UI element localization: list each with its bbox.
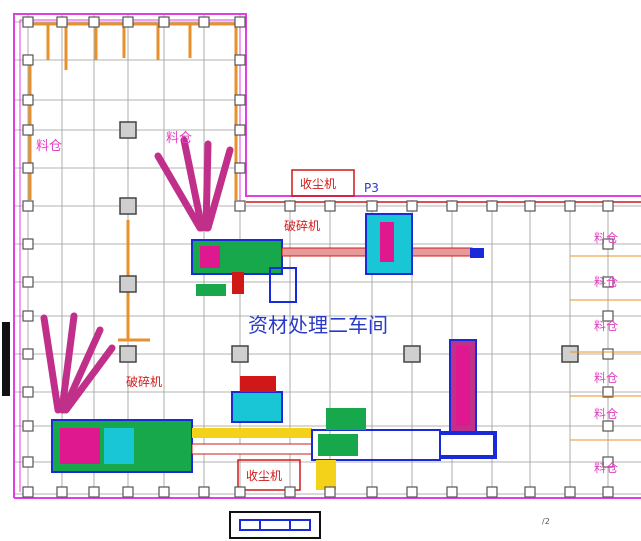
column <box>234 162 246 174</box>
column <box>602 486 614 498</box>
column <box>446 486 458 498</box>
column <box>22 200 34 212</box>
column <box>234 200 246 212</box>
label-right-bin: 料仓 <box>594 319 618 333</box>
column <box>602 310 614 322</box>
column <box>122 486 134 498</box>
column <box>158 486 170 498</box>
column <box>198 16 210 28</box>
hopper-group-top <box>154 136 234 232</box>
column <box>122 16 134 28</box>
column <box>446 200 458 212</box>
column <box>564 486 576 498</box>
column <box>486 200 498 212</box>
column <box>406 200 418 212</box>
label-right-bin: 料仓 <box>594 461 618 475</box>
column <box>284 486 296 498</box>
column <box>234 486 246 498</box>
column <box>524 200 536 212</box>
column <box>158 16 170 28</box>
column <box>22 94 34 106</box>
column <box>602 200 614 212</box>
column <box>234 94 246 106</box>
column <box>602 348 614 360</box>
column <box>564 200 576 212</box>
label-bin-2: 料仓 <box>166 131 192 146</box>
column <box>56 486 68 498</box>
left-door <box>2 322 10 396</box>
column <box>22 456 34 468</box>
label-crusher-2: 破碎机 <box>126 374 162 389</box>
crusher-line-upper <box>191 213 484 303</box>
column <box>22 54 34 66</box>
column <box>22 348 34 360</box>
column <box>366 486 378 498</box>
column <box>88 16 100 28</box>
column <box>524 486 536 498</box>
column <box>602 276 614 288</box>
column <box>324 486 336 498</box>
column <box>486 486 498 498</box>
label-dust-collector: 收尘机 <box>300 177 336 191</box>
column <box>602 238 614 250</box>
column <box>366 200 378 212</box>
label-right-bin: 料仓 <box>594 231 618 245</box>
column <box>198 486 210 498</box>
column <box>324 200 336 212</box>
column <box>234 54 246 66</box>
column <box>234 16 246 28</box>
column <box>284 200 296 212</box>
column <box>22 420 34 432</box>
label-right-bin: 料仓 <box>594 275 618 289</box>
column <box>22 162 34 174</box>
column <box>22 386 34 398</box>
column <box>22 276 34 288</box>
label-dust-collector-2: 收尘机 <box>246 469 282 483</box>
column <box>602 386 614 398</box>
crusher-line-lower <box>51 376 495 490</box>
column <box>22 238 34 250</box>
stacker-column <box>439 339 497 459</box>
column <box>406 486 418 498</box>
corner-mark: /2 <box>542 517 550 526</box>
label-hall-name: 资材处理二车间 <box>248 313 388 337</box>
column <box>22 310 34 322</box>
bottom-entrance <box>229 511 321 539</box>
label-p3: P3 <box>364 181 379 195</box>
hopper-group-left <box>40 312 116 414</box>
column <box>602 456 614 468</box>
column <box>234 124 246 136</box>
large-columns <box>119 121 579 363</box>
right-bin-dividers <box>570 255 641 441</box>
label-frames <box>237 169 355 491</box>
column <box>602 420 614 432</box>
label-right-bin: 料仓 <box>594 407 618 421</box>
column <box>22 16 34 28</box>
column <box>22 486 34 498</box>
label-bin-1: 料仓 <box>36 139 62 154</box>
column <box>22 124 34 136</box>
label-crusher-1: 破碎机 <box>284 218 320 233</box>
structural-columns <box>22 16 614 498</box>
column <box>56 16 68 28</box>
label-right-bin: 料仓 <box>594 371 618 385</box>
column <box>88 486 100 498</box>
